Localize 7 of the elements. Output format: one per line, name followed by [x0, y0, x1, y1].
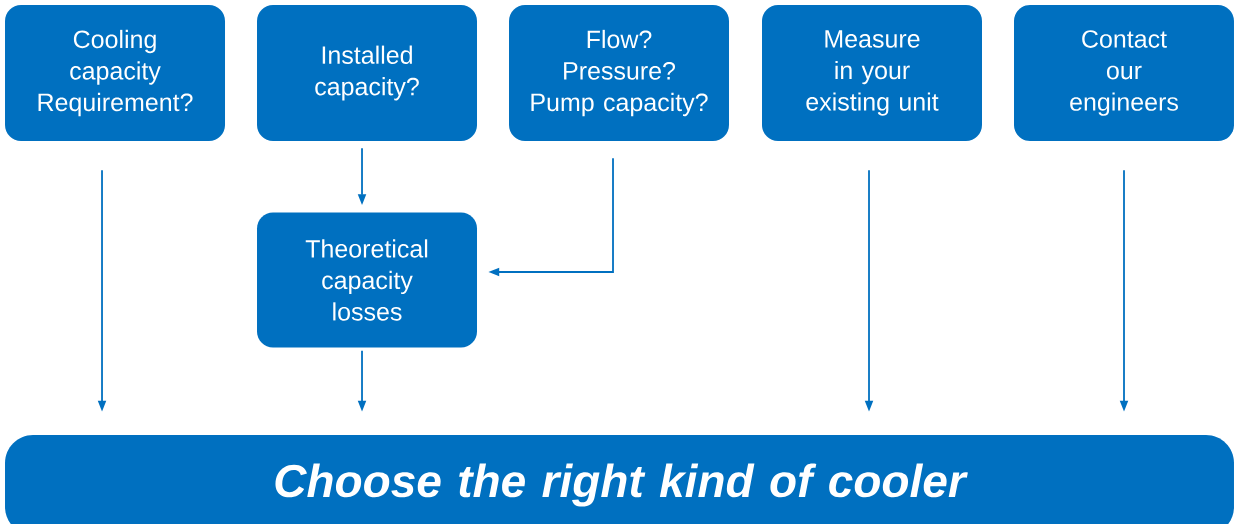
process-box: Installed capacity? — [257, 5, 477, 141]
process-box: Theoretical capacity losses — [257, 212, 477, 348]
process-box: Cooling capacity Requirement? — [5, 5, 225, 141]
process-box: Measure in your existing unit — [762, 5, 982, 141]
banner-box: Choose the right kind of cooler — [5, 435, 1234, 524]
process-box: Flow? Pressure? Pump capacity? — [509, 5, 729, 141]
process-box: Contact our engineers — [1014, 5, 1234, 141]
